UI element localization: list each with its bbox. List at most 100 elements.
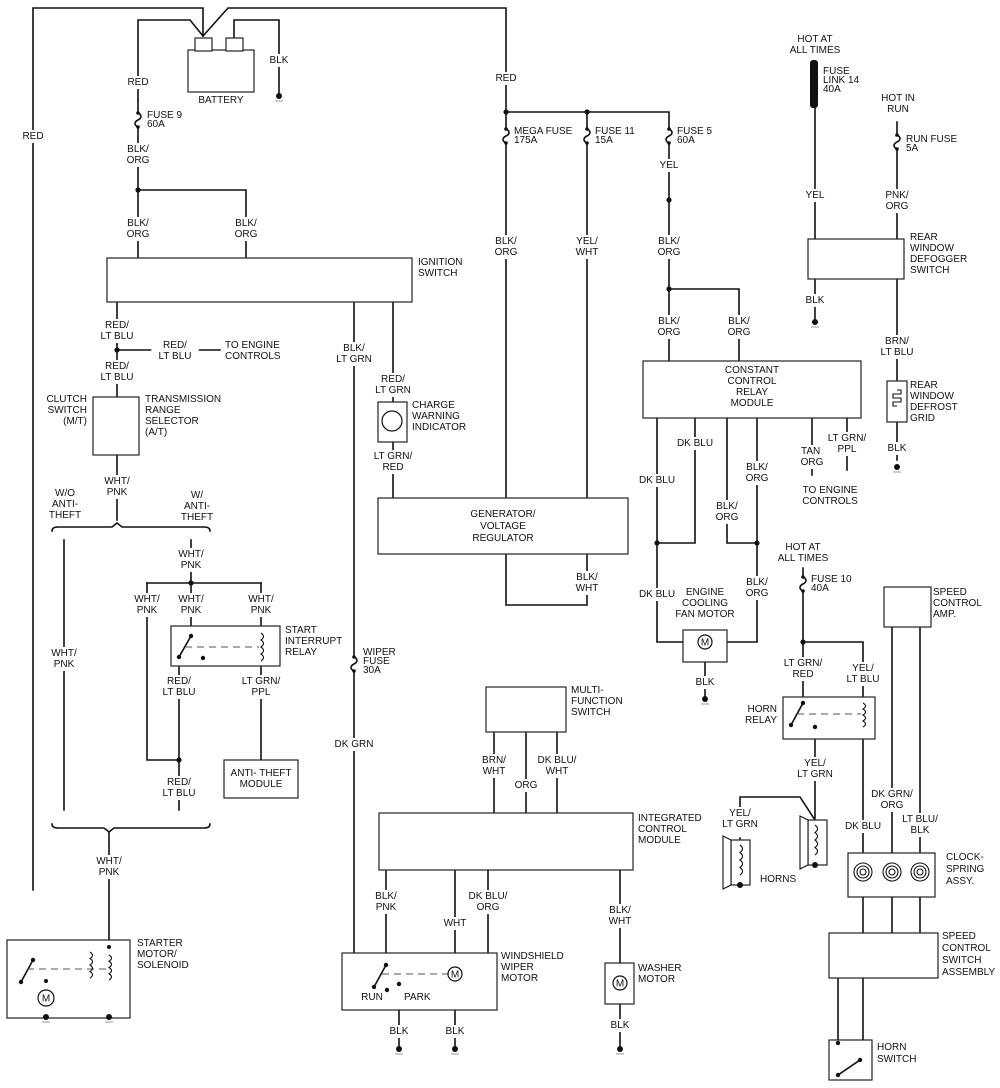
label-text: COOLING	[682, 598, 728, 609]
label-text: RED/	[167, 777, 191, 788]
splice-dot	[107, 945, 111, 949]
label-text: YEL	[660, 160, 679, 171]
label-text: BLK/	[658, 236, 680, 247]
label-text: WHT	[576, 247, 599, 258]
splice-dot	[667, 141, 671, 145]
splice-dot	[895, 133, 899, 137]
label-text: MODULE	[240, 779, 283, 790]
fuse-icon	[893, 133, 901, 151]
label-text: 15A	[595, 135, 613, 146]
label-text: ORG	[127, 229, 150, 240]
label-text: INTERRUPT	[285, 636, 342, 647]
wire-label-dk-blu-2: DK BLU	[671, 437, 719, 450]
label-text: ORG	[515, 780, 538, 791]
label-text: 30A	[363, 665, 381, 676]
label-text: FUSE 10	[811, 574, 852, 585]
switch-contact-icon	[372, 963, 388, 989]
speed-control-amp-box	[883, 586, 932, 628]
label-text: AMP.	[933, 609, 956, 620]
clockspring-coil-icon	[916, 868, 924, 876]
splice-dot	[702, 696, 708, 702]
label-text: FUSE 9	[147, 110, 182, 121]
bracket-top-icon	[51, 521, 211, 532]
label-text: PNK	[376, 902, 397, 913]
label-text: BLK	[611, 1020, 630, 1031]
wire-label-red-top: RED	[494, 72, 518, 85]
wire-label-yel-lt-grn-2: YEL/LT GRN	[716, 807, 764, 831]
label-text: PPL	[252, 687, 271, 698]
label-text: HOT AT	[785, 542, 820, 553]
fuse-icon	[502, 127, 510, 145]
label-background	[873, 335, 921, 359]
label-text: BLK	[911, 825, 930, 836]
splice-dot	[30, 957, 36, 963]
label-background	[94, 855, 124, 879]
integrated-control-module-box	[378, 812, 634, 871]
splice-dot	[737, 882, 743, 888]
label-text: 60A	[677, 135, 695, 146]
label-background	[633, 474, 681, 487]
label-background	[654, 315, 684, 339]
label-background	[776, 657, 830, 681]
label-text: CLOCK-	[946, 852, 984, 863]
wire-label-pnk-org: PNK/ORG	[882, 189, 912, 213]
label-text: CHARGE	[412, 400, 455, 411]
label-text: ENGINE	[686, 587, 725, 598]
splice-dot	[504, 127, 508, 131]
label-text: RED/	[105, 320, 129, 331]
label-text: LINK 14	[823, 75, 860, 86]
label-text: ORG	[881, 800, 904, 811]
label-text: BLK/	[746, 577, 768, 588]
label-text: WHT/	[104, 476, 130, 487]
label-background	[93, 319, 141, 343]
label-text: DK BLU	[639, 475, 675, 486]
clutch-switch-box	[92, 396, 140, 456]
splice-dot	[371, 984, 377, 990]
splice-dot	[136, 111, 140, 115]
wire-label-yel-wht: YEL/WHT	[572, 235, 602, 259]
clockspring-coil-icon	[888, 868, 896, 876]
splice-dot	[666, 197, 672, 203]
wire-label-blk-grid: BLK	[885, 442, 909, 455]
label-text: ANTI-	[184, 501, 210, 512]
splice-dot	[654, 540, 660, 546]
label-text: WHT/	[96, 856, 122, 867]
label-text: RANGE	[145, 405, 181, 416]
clockspring-coil-icon	[882, 862, 902, 882]
splice-dot	[188, 580, 194, 586]
label-text: ORG	[658, 327, 681, 338]
fuse-icon	[583, 127, 591, 145]
wire-label-blk-org-ccrm-1: BLK/ORG	[654, 315, 684, 339]
label-background	[123, 143, 153, 167]
label-background	[494, 72, 518, 85]
wire-label-lt-grn-ppl-1: LT GRN/PPL	[234, 675, 288, 699]
label-text: BLK/	[127, 218, 149, 229]
label-text: ORG	[728, 327, 751, 338]
label-text: BLK/	[746, 462, 768, 473]
label-text: WINDOW	[910, 391, 954, 402]
wire-red-fuse-bus	[505, 111, 670, 129]
label-text: CONTROLS	[225, 351, 281, 362]
splice-dot	[667, 127, 671, 131]
label-background	[608, 1019, 632, 1032]
label-text: PNK	[99, 867, 120, 878]
splice-dot	[895, 147, 899, 151]
label-text: PNK	[251, 605, 272, 616]
wire-red-starter	[32, 7, 204, 891]
wire-red-megafuse	[201, 7, 507, 113]
with-anti-theft-label: W/ANTI-THEFT	[181, 490, 213, 523]
fuse-icon	[665, 127, 673, 145]
label-background	[155, 675, 203, 699]
label-text: RED/	[105, 361, 129, 372]
label-background	[330, 342, 378, 366]
motor-icon	[447, 966, 463, 982]
label-text: SWITCH	[418, 268, 457, 279]
